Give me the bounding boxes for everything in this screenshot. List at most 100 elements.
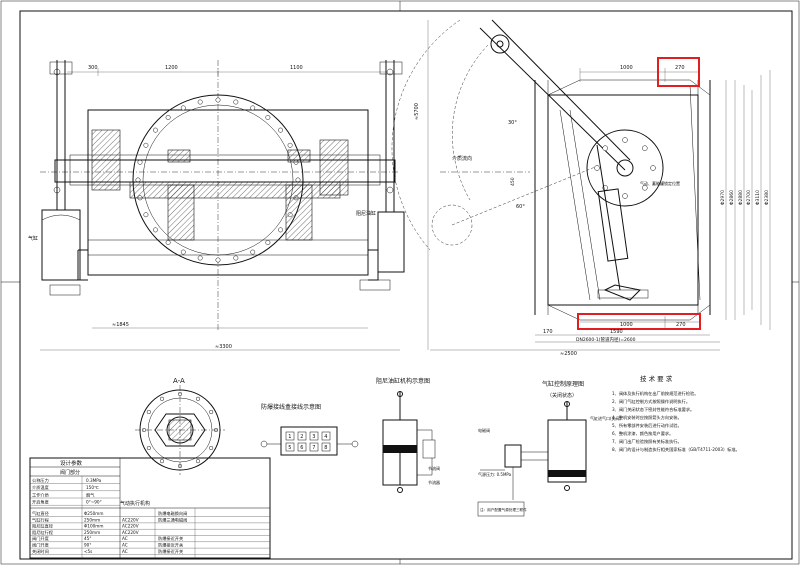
bolt-hole: [165, 115, 171, 120]
damper-title: 阻尼油缸机构示意图: [376, 377, 430, 385]
bolt-hole: [233, 99, 239, 105]
terminal-number: 7: [312, 445, 315, 451]
tech-requirement-item: 7、阀门出厂检验按照有关标准执行。: [612, 438, 682, 445]
dim-top-1000: 1000: [620, 65, 633, 71]
terminal-number: 5: [288, 445, 291, 451]
hub-bolt-hole: [642, 145, 648, 151]
dim-170: 170: [543, 329, 553, 335]
tech-requirements: 技 术 要 求 1、阀体及执行机构在出厂前按规范进行检验。2、阀门气缸控制方式按…: [612, 374, 740, 453]
dim-450: 450: [510, 177, 516, 186]
terminal-number: 1: [288, 434, 291, 440]
table-cell: AC: [122, 536, 128, 541]
terminal-number: 3: [312, 434, 315, 440]
section-bolt-hole: [159, 396, 165, 401]
table-cell: 烟气: [86, 491, 95, 498]
table-cell: AC220V: [122, 530, 139, 535]
table-cell: 45°: [84, 536, 91, 541]
terminal-number: 6: [300, 445, 303, 451]
dim-diam-3: Φ2880: [738, 190, 744, 205]
tech-title: 技 术 要 求: [640, 374, 673, 383]
bolt-hole: [180, 105, 186, 111]
tech-requirement-item: 2、阀门气缸控制方式按照操作说明执行。: [612, 398, 690, 405]
table-cell: 气缸直径: [32, 510, 49, 516]
table-cell: 公称压力: [32, 477, 49, 484]
table-cell: AC: [122, 549, 128, 554]
right-damper-cylinder: [377, 211, 405, 273]
bolt-hole: [278, 127, 283, 133]
label-cylinder: 气缸: [28, 235, 38, 242]
table-cell: 关闭时间: [32, 548, 49, 555]
bolt-hole: [265, 240, 271, 245]
terminal-box: [285, 442, 295, 452]
tech-requirement-item: 6、整机涂漆，颜色按用户要求。: [612, 430, 673, 437]
side-view: 介质流向 气动、蓄能罐锁定位置 30° 60° 450 ≈5700 Φ2970 …: [391, 19, 771, 357]
table-cell: 气缸行程: [32, 516, 50, 523]
bolt-hole: [215, 257, 221, 263]
table-cell: 150℃: [86, 485, 99, 490]
table-cell: 0°~90°: [86, 500, 102, 505]
label-damper: 阻尼油缸: [356, 210, 376, 217]
dim-total-length: ≈3300: [215, 344, 232, 350]
highlight-bottom-dimension: [577, 313, 701, 330]
bolt-hole: [287, 142, 293, 148]
table-section-valve: 阀门部分: [60, 469, 80, 476]
section-bolt-hole: [209, 409, 214, 415]
bolt-hole: [215, 97, 221, 103]
section-a-a: A-A: [135, 377, 225, 475]
bolt-hole: [153, 127, 158, 133]
table-header: 设计参数: [60, 459, 83, 467]
terminal-box: [321, 431, 331, 441]
diameter-dims: Φ2970 Φ2860 Φ2880 Φ2700 Φ3110 Φ2380: [720, 70, 771, 330]
hub-bolt-hole: [622, 193, 628, 199]
table-cell: AC220V: [122, 517, 139, 522]
bolt-hole: [197, 255, 203, 261]
terminal-number: 2: [300, 434, 303, 440]
bolt-hole: [180, 249, 186, 255]
table-cell: 防爆接近开关: [158, 542, 183, 549]
dim-left-arm: 1200: [165, 65, 178, 71]
hub-bolt-hole: [602, 145, 608, 151]
hub-bolt-hole: [622, 137, 628, 143]
terminal-box: [321, 442, 331, 452]
damper-label-2: 节流器: [428, 479, 440, 485]
table-cell: <5s: [84, 549, 92, 554]
bolt-hole: [233, 255, 239, 261]
pneumatic-schematic: 气缸控制原理图 （关闭状态） 气缸进气口(关阀) 气源压力: 0.5MPa 电磁…: [477, 380, 622, 517]
tech-requirement-item: 5、所有零部件安装后进行动作试验。: [612, 422, 682, 429]
section-bolt-hole: [209, 445, 214, 451]
bolt-hole: [197, 99, 203, 105]
dim-dn: DN2600-1(管道内径)=2600: [576, 336, 636, 343]
dim-left-offset: 300: [88, 65, 98, 71]
pneumatic-label-1: 气缸进气口(关阀): [590, 415, 622, 421]
pneumatic-subtitle: （关闭状态）: [547, 392, 577, 399]
pneumatic-title: 气缸控制原理图: [542, 380, 584, 388]
table-cell: 阻尼缸直径: [32, 523, 53, 530]
terminal-box: [285, 431, 295, 441]
table-cell: 阀门开度: [32, 535, 50, 542]
damper-label-1: 节流阀: [428, 465, 440, 471]
table-cell: 阻尼缸行程: [32, 529, 54, 536]
dim-bottom-270: 270: [676, 322, 686, 328]
terminal-box: [297, 442, 307, 452]
hub-bolt-hole: [650, 165, 656, 171]
table-cell: 介质温度: [32, 484, 50, 491]
table-cell: 开启角度: [32, 499, 50, 506]
table-cell: Φ250mm: [84, 511, 103, 516]
bolt-hole: [278, 227, 283, 233]
dim-diam-5: Φ3110: [755, 190, 761, 205]
side-cylinder: [597, 188, 629, 262]
table-cell: 防爆电磁换向阀: [158, 510, 187, 517]
pneumatic-note: 注：用户配置气源处理三联件: [480, 507, 527, 512]
wiring-title: 防爆接线盒接线示意图: [261, 403, 321, 411]
dim-diam-2: Φ2860: [729, 190, 735, 205]
dim-bottom-2190: 1590: [610, 329, 623, 335]
dim-5700: ≈5700: [414, 103, 420, 120]
section-bolt-hole: [146, 445, 151, 451]
dim-right-arm: 1100: [290, 65, 303, 71]
angle-2: 60°: [516, 204, 525, 210]
section-bolt-hole: [159, 459, 165, 464]
tech-requirement-item: 8、阀门的设计与制造执行相关国家标准（GB/T4711-2003）标准。: [612, 446, 740, 453]
